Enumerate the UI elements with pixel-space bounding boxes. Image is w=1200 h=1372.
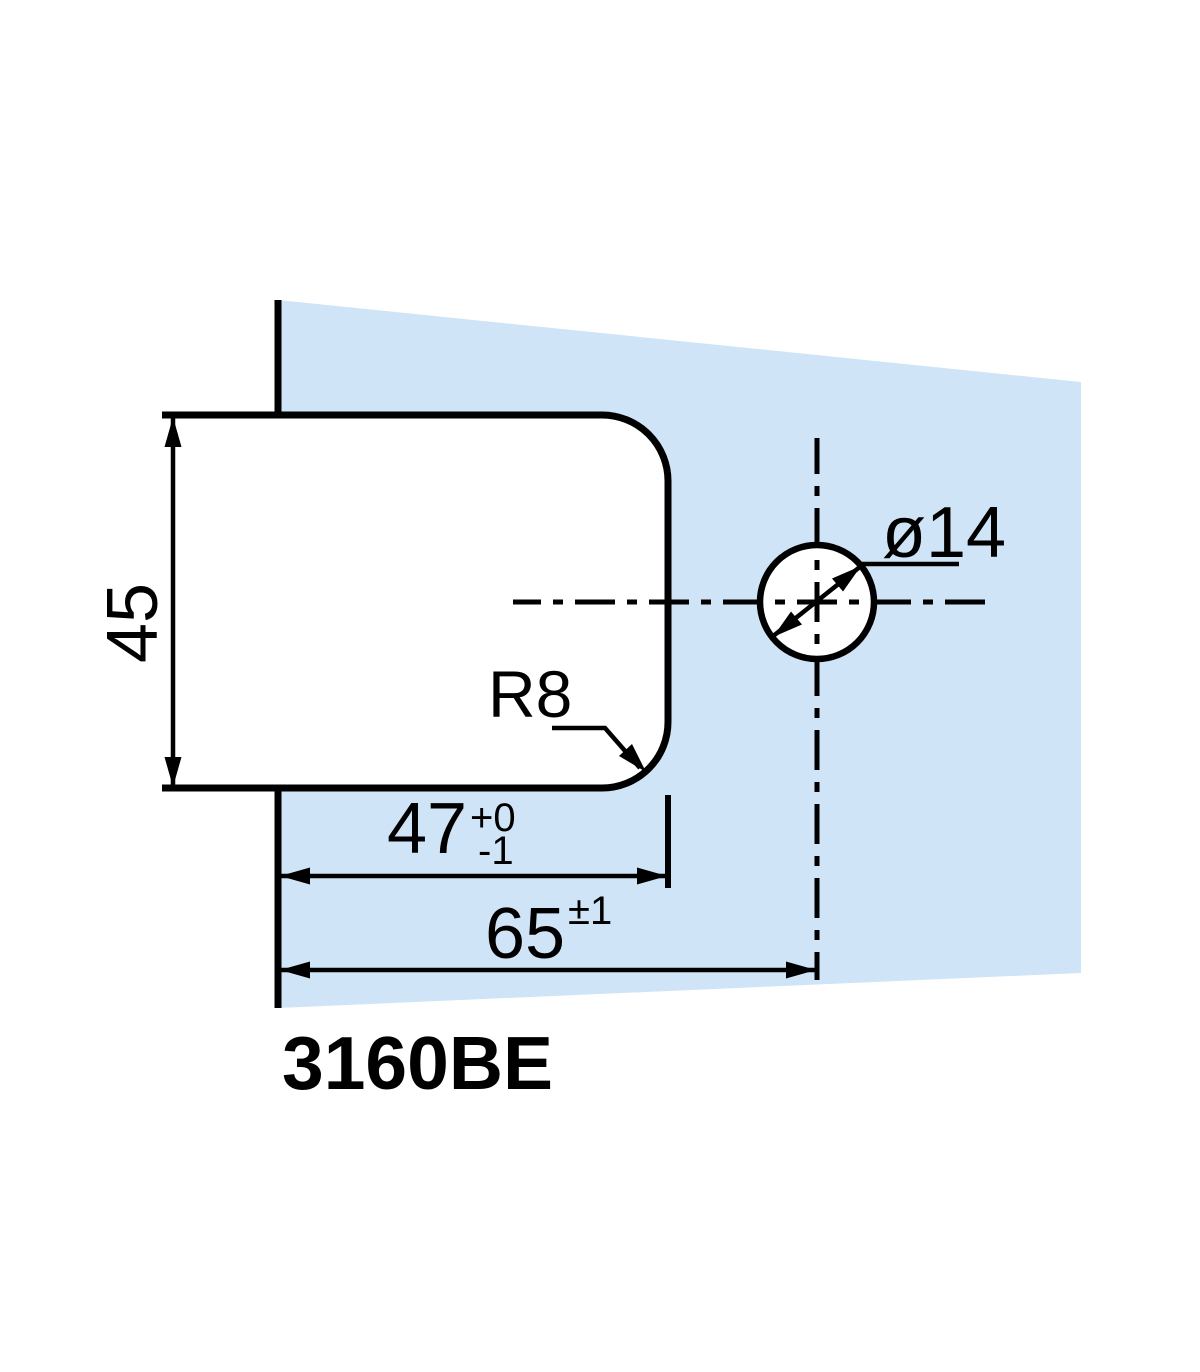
arrowhead-diameter-lower	[773, 611, 802, 637]
arrowhead-65-right	[786, 961, 816, 979]
corner-radius-label: R8	[488, 657, 572, 731]
arrowhead-diameter-upper	[832, 566, 861, 592]
arrowhead-65-left	[280, 961, 310, 979]
arrowhead-47-right	[637, 867, 667, 885]
width-tolerance-upper: +0	[470, 796, 516, 840]
arrowhead-47-left	[280, 867, 310, 885]
part-number-label: 3160BE	[282, 1021, 553, 1105]
cutout-region	[278, 415, 668, 788]
offset-dimension-label: 65	[485, 894, 565, 974]
width-tolerance-lower: -1	[478, 829, 514, 873]
arrowhead-radius	[619, 744, 646, 772]
width-dimension-label: 47	[387, 789, 467, 869]
offset-tolerance: ±1	[568, 889, 612, 933]
arrowhead-45-bottom	[164, 757, 182, 787]
hole-diameter-label: ø14	[882, 493, 1006, 573]
height-dimension-label: 45	[93, 583, 173, 663]
arrowhead-45-top	[164, 417, 182, 447]
